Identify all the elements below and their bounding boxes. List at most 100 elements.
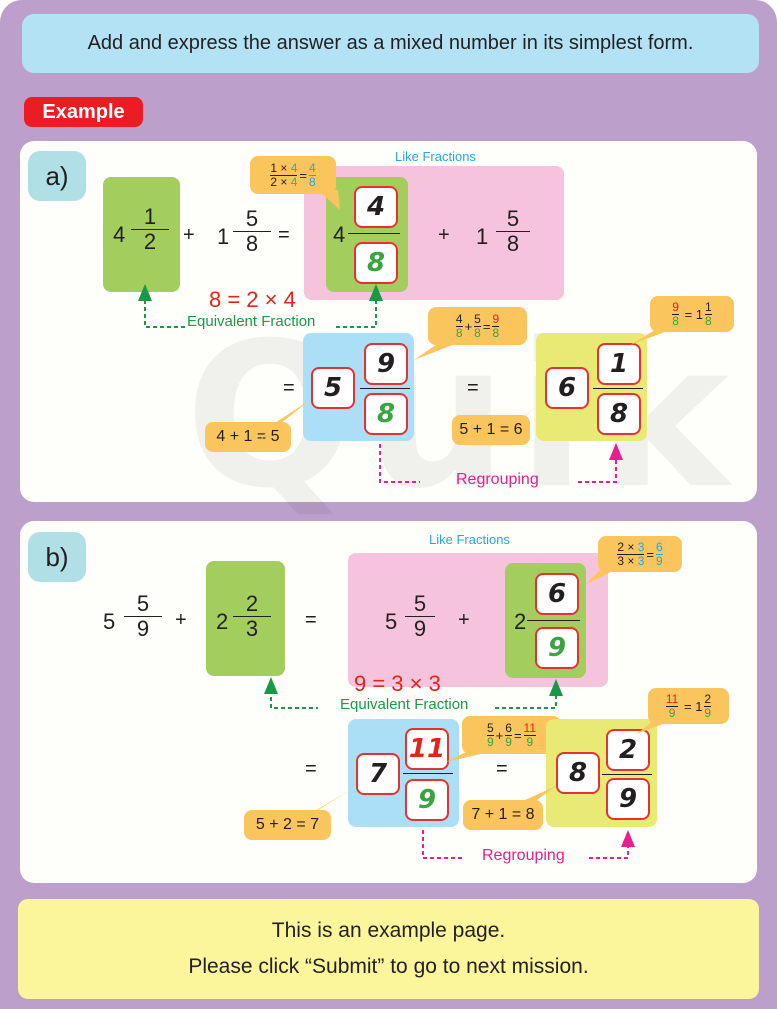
b-relation: 9 = 3 × 3: [354, 671, 441, 696]
callout-text: =: [683, 698, 692, 714]
footer-line-2: Please click “Submit” to go to next miss…: [188, 955, 589, 978]
callout-text: 2: [270, 174, 277, 189]
callout-text: =: [646, 546, 654, 562]
fraction-bar: [593, 388, 643, 389]
callout-text: 1: [695, 698, 703, 714]
callout-text: 9: [526, 734, 534, 749]
numerator: 2: [245, 591, 259, 616]
denominator: 8: [245, 231, 259, 256]
fraction-bar: [665, 705, 679, 707]
b-sum-num-box: 11: [405, 728, 449, 770]
callout-text: 4: [455, 311, 463, 326]
instruction-banner: Add and express the answer as a mixed nu…: [22, 14, 759, 73]
fraction-bar: [705, 313, 712, 315]
callout-text: 8: [474, 325, 481, 340]
a-final-num-box: 1: [597, 343, 641, 385]
callout-text: 2: [704, 691, 712, 706]
denominator: 9: [413, 616, 427, 641]
b-term2-whole: 2: [216, 609, 229, 634]
a-plus: +: [183, 224, 195, 246]
b-term2-box: [206, 561, 285, 676]
callout-text: 1: [695, 306, 704, 322]
problem-a-label: a): [28, 151, 86, 201]
callout-text: 9: [492, 311, 500, 326]
fraction-bar: [124, 616, 162, 617]
numerator: 5: [413, 591, 427, 616]
denominator: 2: [143, 229, 157, 254]
a-term1-whole: 4: [113, 222, 126, 247]
fraction-bar: [233, 231, 271, 232]
a-like-fractions-label: Like Fractions: [395, 149, 476, 164]
a-converted-whole: 4: [333, 222, 346, 247]
callout-text: 5: [486, 720, 494, 735]
b-final-num-box: 2: [606, 729, 650, 771]
callout-text: =: [299, 167, 307, 183]
fraction-bar: [405, 616, 435, 617]
fraction-bar: [505, 734, 512, 736]
callout-text: 5: [474, 311, 481, 326]
a-regrouping-label: Regrouping: [456, 471, 539, 488]
fraction-bar: [403, 773, 453, 774]
b-converted-term1-fraction: 5 9: [405, 592, 435, 641]
a-regroup-calc: 5 + 1 = 6: [452, 415, 530, 445]
callout-text: ×: [627, 539, 635, 554]
callout-text: 8: [308, 174, 316, 189]
fraction-bar: [617, 553, 645, 555]
a-final-whole-box: 6: [545, 367, 589, 409]
callout-text: 8: [455, 325, 463, 340]
a-relation: 8 = 2 × 4: [209, 287, 296, 312]
callout-text: +: [464, 318, 473, 334]
b-equivalent-label: Equivalent Fraction: [340, 696, 469, 713]
callout-text: =: [684, 306, 693, 322]
callout-text: 9: [505, 734, 512, 749]
callout-text: 9: [486, 734, 494, 749]
fraction-bar: [655, 553, 663, 555]
fraction-bar: [602, 774, 652, 775]
callout-text: 6: [655, 539, 663, 554]
a-sum-whole-box: 5: [311, 367, 355, 409]
b-converted-whole: 2: [514, 609, 527, 634]
fraction-bar: [486, 734, 494, 736]
b-regroup-calc: 7 + 1 = 8: [463, 800, 543, 830]
callout-text: 9: [668, 705, 676, 720]
callout-text: 4: [290, 160, 298, 175]
b-converted-term1-whole: 5: [385, 609, 398, 634]
b-final-den-box: 9: [606, 778, 650, 820]
numerator: 5: [506, 206, 520, 231]
b-term1-fraction: 5 9: [124, 592, 162, 641]
callout-text: +: [495, 727, 504, 743]
a-term1-box: [103, 177, 180, 292]
denominator: 9: [136, 616, 150, 641]
b-converted-num-box: 6: [535, 573, 579, 615]
a-converted-num-box: 4: [354, 186, 398, 228]
fraction-bar: [348, 233, 400, 234]
b-final-whole-box: 8: [556, 752, 600, 794]
a-final-den-box: 8: [597, 393, 641, 435]
callout-text: 8: [672, 313, 679, 328]
fraction-bar: [492, 325, 500, 327]
a-sum-num-box: 9: [364, 343, 408, 385]
callout-text: 2: [617, 539, 624, 554]
a-term2-whole: 1: [217, 224, 230, 249]
b-plus: +: [175, 609, 187, 631]
a-equals: =: [278, 224, 290, 246]
a-converted-plus: +: [438, 224, 450, 246]
b-sum-equals: =: [305, 758, 317, 780]
callout-fraction: 6 9: [655, 539, 663, 568]
b-sum-den-box: 9: [405, 779, 449, 821]
callout-fraction: 4 8: [308, 161, 316, 189]
b-whole-calc: 5 + 2 = 7: [244, 810, 331, 840]
fraction-bar: [455, 325, 463, 327]
a-converted-term2-fraction: 5 8: [496, 207, 530, 256]
denominator: 8: [506, 231, 520, 256]
callout-text: ×: [280, 174, 288, 189]
callout-text: 1: [705, 299, 712, 314]
